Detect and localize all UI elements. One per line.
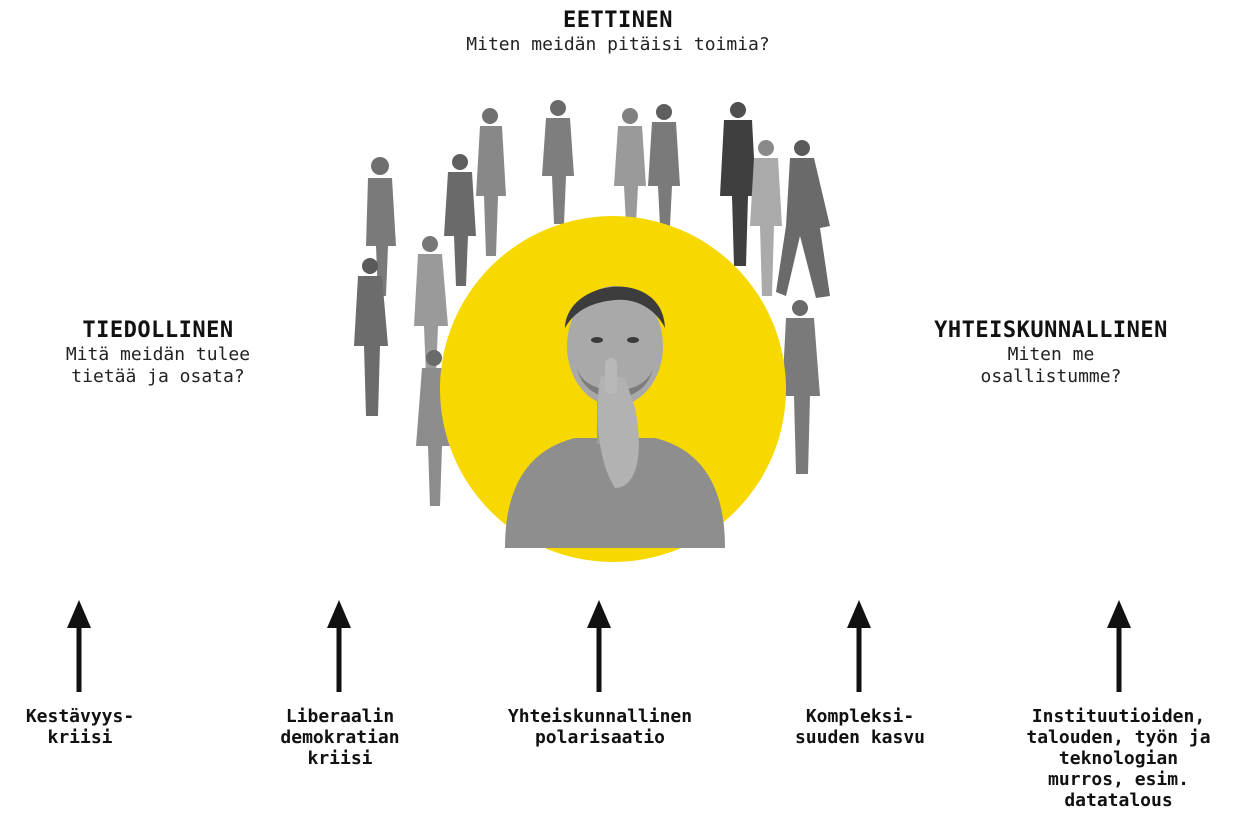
left-dimension-subtitle-line-1: Mitä meidän tulee [65,344,251,365]
person-figure [542,100,574,224]
driver-label-sustainability-crisis: Kestävyys- kriisi [25,706,135,748]
person-figure [414,236,448,376]
left-dimension-title: TIEDOLLINEN [82,318,234,343]
left-dimension-label: TIEDOLLINEN Mitä meidän tulee tietää ja … [20,318,296,388]
right-dimension-subtitle-line-1: Miten me [1007,344,1095,365]
person-figure [354,258,388,416]
top-dimension-subtitle: Miten meidän pitäisi toimia? [466,34,770,55]
crowd-illustration [354,100,830,506]
left-dimension-subtitle-line-2: tietää ja osata? [71,366,245,387]
thinking-person-illustration [505,286,725,548]
driver-label-social-polarisation: Yhteiskunnallinen polarisaatio [507,706,693,748]
driver-label-institutional-disruption: Instituutioiden, talouden, työn ja tekno… [1026,706,1211,811]
person-figure [776,140,830,298]
person-figure [366,157,396,296]
person-figure [782,300,820,474]
driver-label-complexity-growth: Kompleksi- suuden kasvu [794,706,926,748]
top-dimension-title: EETTINEN [563,8,673,33]
person-figure [720,102,756,266]
right-dimension-subtitle-line-2: osallistumme? [980,366,1122,387]
up-arrow-icon [67,600,91,692]
person-figure [614,108,646,224]
right-dimension-label: YHTEISKUNNALLINEN Miten me osallistumme? [876,318,1226,388]
driver-label-liberal-democracy-crisis: Liberaalin demokratian kriisi [280,706,400,769]
top-dimension-label: EETTINEN Miten meidän pitäisi toimia? [368,8,868,56]
right-dimension-title: YHTEISKUNNALLINEN [934,318,1168,343]
up-arrow-icon [1107,600,1131,692]
person-figure [648,104,680,226]
up-arrow-icon [587,600,611,692]
up-arrow-icon [847,600,871,692]
person-figure [750,140,782,296]
up-arrow-icon [327,600,351,692]
person-figure [444,154,476,286]
person-figure [476,108,506,256]
